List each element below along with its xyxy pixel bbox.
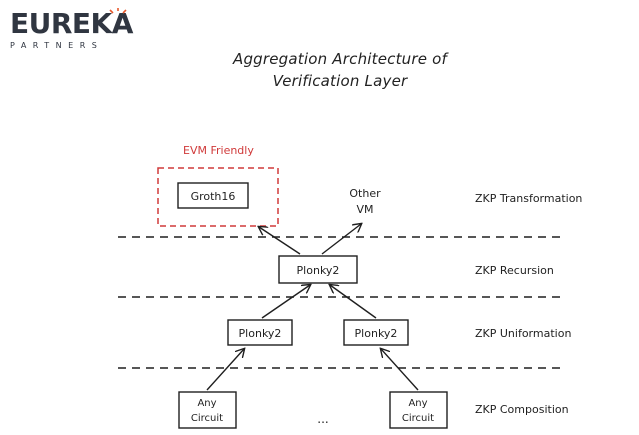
title-line-1: Aggregation Architecture of <box>232 50 448 68</box>
plonky2-left-node <box>227 319 293 346</box>
layer-label-uniformation: ZKP Uniformation <box>475 327 571 340</box>
logo-subtitle: PARTNERS <box>10 41 104 50</box>
any-circuit-right-line2: Circuit <box>402 413 434 424</box>
arrow-plonky2left-to-top <box>261 285 310 319</box>
eureka-logo: EUREKA PARTNERS <box>10 8 133 51</box>
diagram-title: Aggregation Architecture of Verification… <box>160 48 520 92</box>
layer-label-composition: ZKP Composition <box>475 403 569 416</box>
any-circuit-right-node <box>389 391 448 429</box>
any-circuit-left-node <box>178 391 237 429</box>
any-circuit-right-line1: Any <box>408 398 427 409</box>
evm-friendly-label: EVM Friendly <box>183 144 254 157</box>
layer-label-recursion: ZKP Recursion <box>475 264 554 277</box>
plonky2-left-label: Plonky2 <box>239 327 282 340</box>
other-vm-label-line2: VM <box>356 203 373 216</box>
any-circuit-left-line1: Any <box>197 398 216 409</box>
arrow-anyright-to-plonky2right <box>381 349 419 391</box>
plonky2-right-label: Plonky2 <box>355 327 398 340</box>
title-line-2: Verification Layer <box>272 72 408 90</box>
plonky2-right-node <box>343 319 409 346</box>
arrow-plonky2-to-groth16 <box>259 227 301 255</box>
arrow-plonky2-to-other-vm <box>321 224 361 255</box>
evm-friendly-box <box>157 167 279 227</box>
arrow-plonky2right-to-top <box>330 285 377 319</box>
other-vm-label-line1: Other <box>349 187 381 200</box>
groth16-node <box>177 182 249 209</box>
plonky2-top-node <box>278 255 358 284</box>
more-circuits-ellipsis: ... <box>317 412 328 426</box>
groth16-label: Groth16 <box>191 190 236 203</box>
logo-spark-icon <box>109 8 127 14</box>
plonky2-top-label: Plonky2 <box>297 264 340 277</box>
layer-label-transformation: ZKP Transformation <box>475 192 582 205</box>
arrow-anyleft-to-plonky2left <box>206 349 244 391</box>
any-circuit-left-line2: Circuit <box>191 413 223 424</box>
